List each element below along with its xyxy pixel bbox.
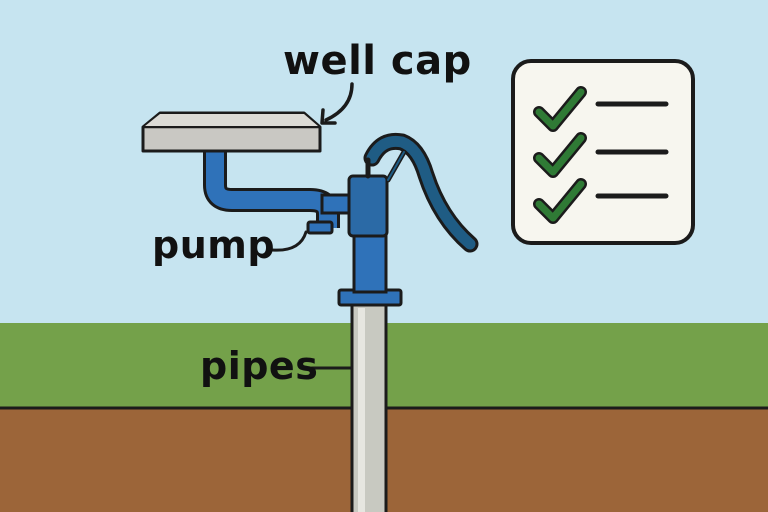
- well-pipe: [350, 300, 388, 512]
- well-cap-arrow: [324, 82, 354, 122]
- pump-column: [352, 228, 388, 294]
- checklist-icon: [511, 59, 695, 245]
- checkmark-icon: [533, 86, 587, 132]
- pipe-highlight: [358, 308, 365, 512]
- pump-spout: [306, 220, 334, 235]
- pipes-label: pipes: [200, 344, 319, 388]
- pump-label: pump: [152, 223, 276, 267]
- pump-leader: [270, 230, 308, 252]
- checkmark-icon: [533, 132, 587, 178]
- checkmark-icon: [533, 178, 587, 224]
- well-cap-label: well cap: [283, 38, 472, 84]
- pump-body: [347, 174, 389, 238]
